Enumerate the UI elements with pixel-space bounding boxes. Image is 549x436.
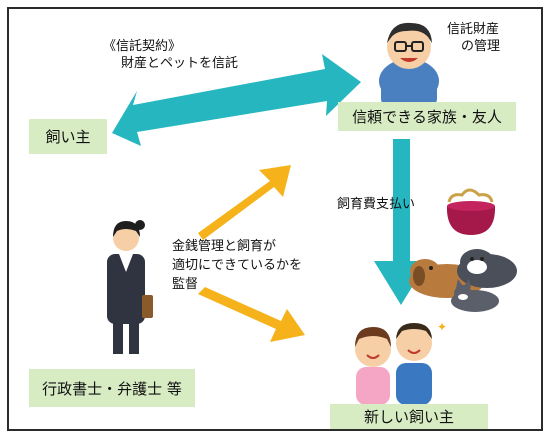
new-owner-node: 新しい飼い主 [330,404,488,429]
owner-node: 飼い主 [29,119,107,154]
supervise-label: 金銭管理と飼育が 適切にできているかを 監督 [172,237,302,294]
supervise-line2: 適切にできているかを [172,258,303,273]
payment-label: 飼育費支払い [337,197,416,212]
pets-figure [409,249,517,312]
supervise-line3: 監督 [172,277,199,292]
family-member-figure [379,22,439,105]
new-owner-figures: ✦ [355,320,447,405]
contract-title: 《信託契約》 [103,39,182,54]
supervise-down-arrow [198,287,305,342]
purse-icon [446,188,496,235]
contract-body: 財産とペットを信託 [121,56,239,71]
trusted-family-node: 信頼できる家族・友人 [338,102,516,131]
management-label: 信託財産 の管理 [447,21,500,55]
diagram-frame: ✦ 飼い主 信頼できる家族・友人 行政書士・弁護士 等 新しい飼い主 《信託契約… [7,7,543,431]
management-line1: 信託財産 [447,22,500,37]
contract-label: 《信託契約》 財産とペットを信託 [103,38,238,72]
trust-double-arrow [112,54,361,146]
diagram-artwork: ✦ [107,22,517,405]
lawyer-figure [107,220,153,354]
management-line2: の管理 [461,39,501,54]
supervise-line1: 金銭管理と飼育が [172,239,277,254]
svg-text:✦: ✦ [437,320,447,334]
supervise-up-arrow [198,165,291,240]
lawyer-node: 行政書士・弁護士 等 [29,369,195,407]
